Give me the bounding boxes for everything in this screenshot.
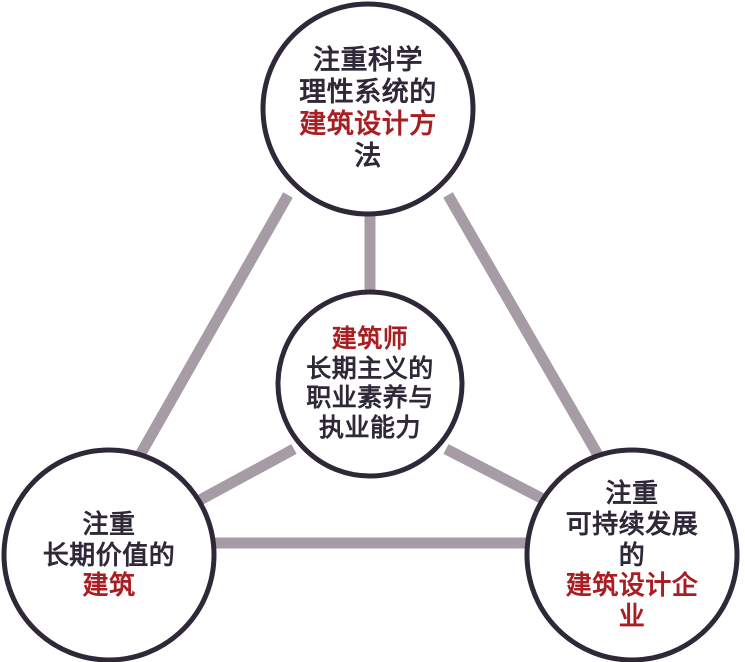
node-label-bottom-left: 注重 长期价值的 建筑: [2, 448, 216, 662]
node-top-line-2: 理性系统的: [299, 77, 437, 108]
node-center-line-4: 执业能力: [318, 413, 421, 442]
node-label-top: 注重科学 理性系统的 建筑设计方 法: [262, 3, 474, 215]
node-bottom-left-line-3: 建筑: [82, 570, 136, 601]
node-top-line-4: 法: [354, 140, 382, 171]
node-circle-center[interactable]: [275, 289, 465, 479]
node-center-line-1: 建筑师: [331, 325, 409, 353]
node-center-line-2: 长期主义的: [306, 354, 434, 383]
connector-center-to-bottom-left: [197, 444, 297, 505]
node-circle-bottom-right[interactable]: [524, 447, 740, 662]
connector-group: [135, 192, 603, 549]
node-top-line-3: 建筑设计方: [299, 109, 437, 139]
connector-top-to-bottom-left: [135, 192, 293, 458]
node-bottom-right-line-3: 的: [618, 539, 646, 570]
node-label-center: 建筑师 长期主义的 职业素养与 执业能力: [277, 291, 463, 477]
node-bottom-left-line-1: 注重: [82, 508, 136, 539]
node-circle-bottom-left[interactable]: [1, 447, 217, 662]
connector-center-to-bottom-right: [443, 444, 548, 505]
node-circle-top[interactable]: [260, 1, 476, 217]
node-center-line-3: 职业素养与: [306, 384, 434, 412]
node-top-line-1: 注重科学: [313, 45, 423, 76]
node-bottom-left-line-2: 长期价值的: [42, 539, 176, 570]
node-bottom-right-line-2: 可持续发展: [565, 508, 699, 539]
node-label-bottom-right: 注重 可持续发展 的 建筑设计企 业: [525, 448, 739, 662]
node-bottom-right-line-1: 注重: [605, 478, 659, 509]
node-bottom-right-line-5: 业: [618, 601, 646, 631]
connector-top-to-bottom-right: [443, 192, 603, 458]
node-bottom-right-line-4: 建筑设计企: [565, 570, 699, 601]
